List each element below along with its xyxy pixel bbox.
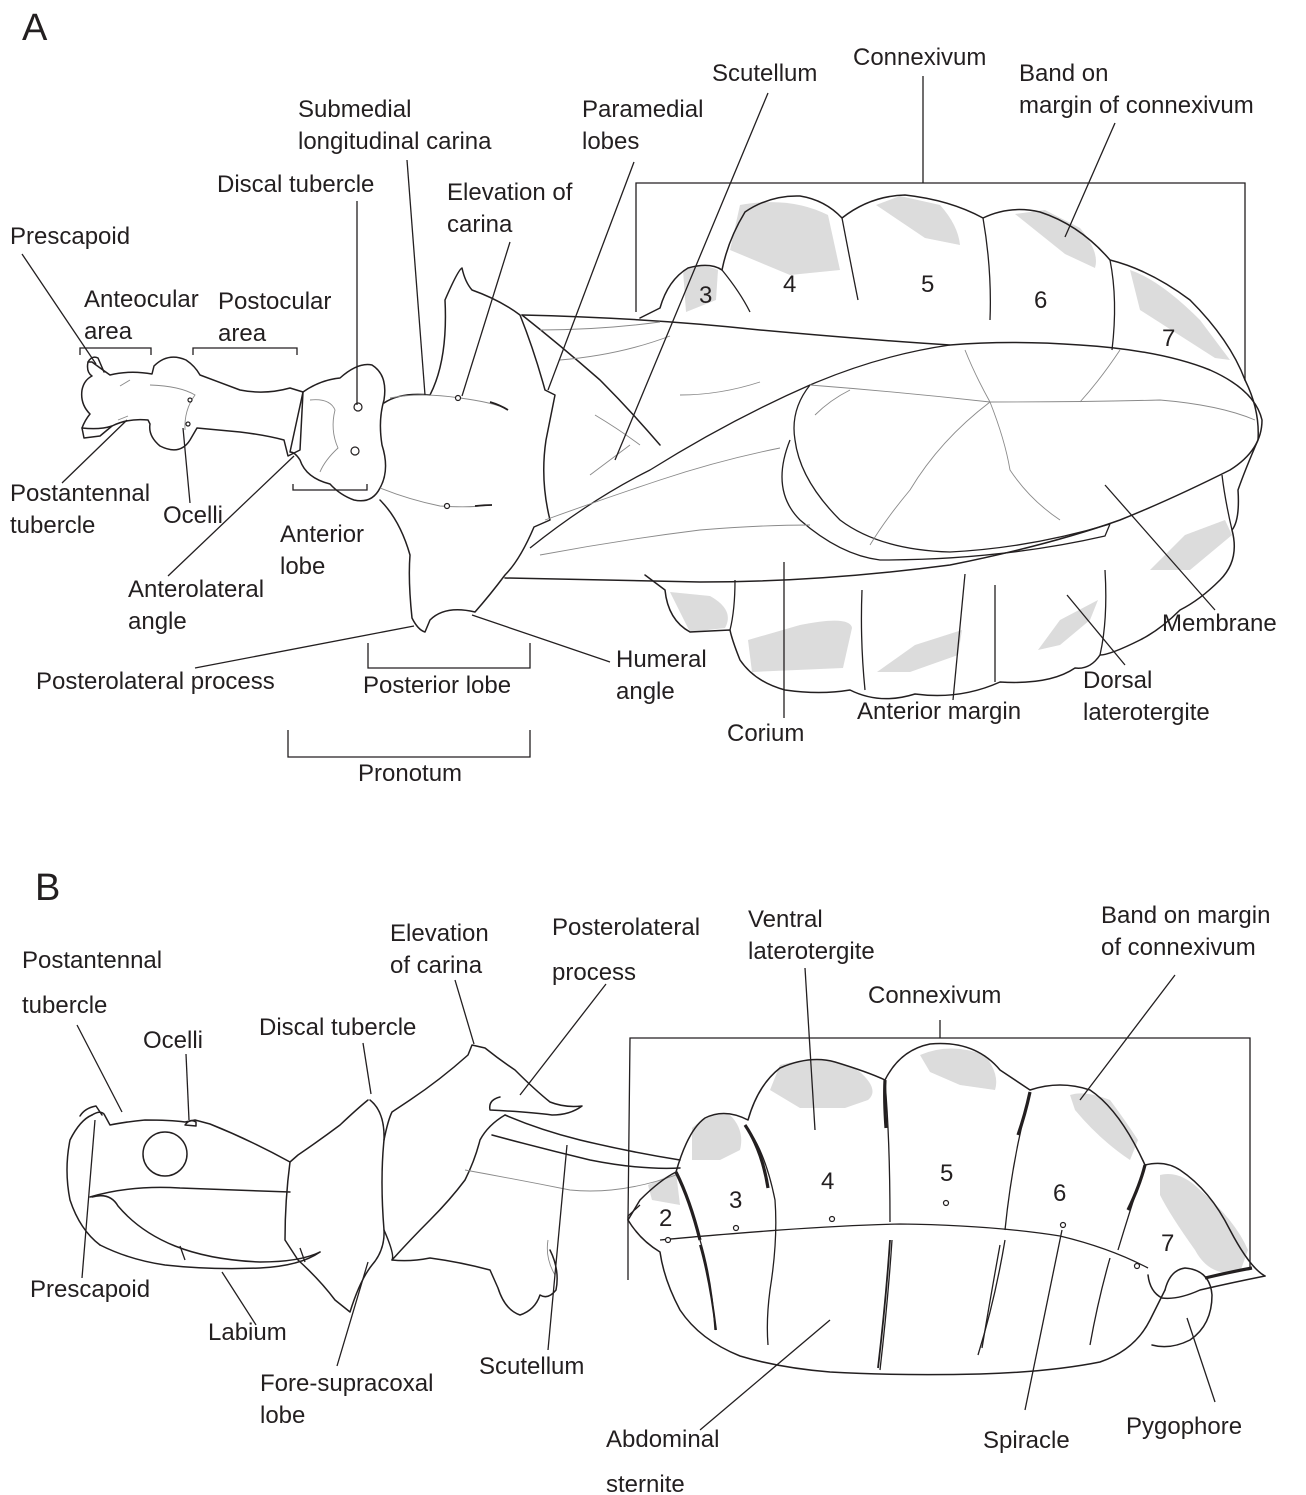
b-segment-numbers: 2 3 4 5 6 7 [659,1160,1174,1257]
a-connexivum-bands [670,196,1232,672]
b-label-discal-tubercle: Discal tubercle [259,1014,416,1041]
b-segment-5: 5 [940,1160,953,1187]
b-head [67,1100,368,1269]
panel-b-letter: B [35,867,60,909]
b-label-prescapoid: Prescapoid [30,1276,150,1303]
b-label-connexivum: Connexivum [868,982,1001,1009]
a-segment-5: 5 [921,271,934,298]
a-label-discal-tubercle: Discal tubercle [217,171,374,198]
a-label-corium: Corium [727,720,804,747]
b-segment-4: 4 [821,1168,834,1195]
a-label-posterolateral-process: Posterolateral process [36,668,275,695]
a-label-pronotum: Pronotum [358,760,462,787]
a-head [82,357,303,456]
b-segment-7: 7 [1161,1230,1174,1257]
a-segment-4: 4 [783,271,796,298]
panel-a-letter: A [22,7,48,49]
a-hemelytron [505,315,1262,582]
b-thorax [285,1045,680,1315]
a-anterior-lobe-shape [290,365,386,501]
b-segment-3: 3 [729,1187,742,1214]
a-segment-numbers: 3 4 5 6 7 [699,271,1175,352]
a-label-ocelli: Ocelli [163,502,223,529]
b-label-labium: Labium [208,1319,287,1346]
a-label-connexivum: Connexivum [853,44,986,71]
a-label-scutellum: Scutellum [712,60,817,87]
a-label-prescapoid: Prescapoid [10,223,130,250]
b-segment-6: 6 [1053,1180,1066,1207]
panel-b: B [22,867,1270,1495]
a-posterior-lobe-shape [380,268,555,632]
b-label-pygophore: Pygophore [1126,1413,1242,1440]
a-segment-6: 6 [1034,287,1047,314]
a-segment-3: 3 [699,282,712,309]
panel-a: A [10,7,1277,787]
b-segment-2: 2 [659,1205,672,1232]
b-label-scutellum: Scutellum [479,1353,584,1380]
b-label-spiracle: Spiracle [983,1427,1070,1454]
a-label-membrane: Membrane [1162,610,1277,637]
a-segment-7: 7 [1162,325,1175,352]
b-label-ocelli: Ocelli [143,1027,203,1054]
a-label-posterior-lobe: Posterior lobe [363,672,511,699]
a-label-anterior-margin: Anterior margin [857,698,1021,725]
